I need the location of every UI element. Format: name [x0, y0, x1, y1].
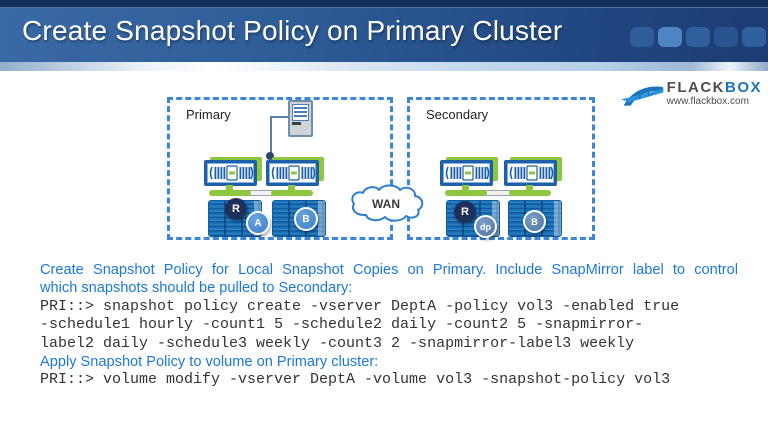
- cli-command-line: PRI::> snapshot policy create -vserver D…: [40, 297, 680, 315]
- body-text: Create Snapshot Policy for Local Snapsho…: [40, 261, 738, 390]
- primary-cluster-box: Primary: [167, 97, 393, 240]
- controller-stand: [462, 185, 469, 191]
- bridge-icon: [620, 86, 663, 106]
- controller-stand: [526, 185, 533, 191]
- cli-command-line: -schedule1 hourly -count1 5 -schedule2 d…: [40, 316, 644, 334]
- storage-controller-icon: [504, 157, 562, 186]
- header-shine-strip: [0, 62, 768, 71]
- secondary-cluster-label: Secondary: [426, 107, 489, 122]
- controller-stand: [509, 190, 551, 196]
- server-connector-line: [270, 116, 272, 154]
- server-panel: [292, 104, 309, 121]
- deco-square: [714, 27, 738, 47]
- deco-square: [658, 27, 682, 47]
- wan-cloud: WAN: [351, 184, 424, 222]
- header-top-strip: [0, 0, 768, 8]
- logo-brand: FLACKBOX: [667, 80, 762, 96]
- server-slot: [292, 122, 301, 125]
- primary-volume-b-badge: B: [294, 207, 318, 231]
- logo-brand-accent: BOX: [724, 79, 762, 96]
- header-bar: Create Snapshot Policy on Primary Cluste…: [0, 0, 768, 62]
- slide-title: Create Snapshot Policy on Primary Cluste…: [22, 15, 563, 46]
- secondary-volume-b-badge: B: [523, 210, 546, 233]
- deco-square: [686, 27, 710, 47]
- deco-square: [742, 27, 766, 47]
- controller-stand: [226, 185, 233, 191]
- secondary-root-aggregate-badge: R: [454, 201, 476, 223]
- server-connector-line: [271, 116, 289, 118]
- logo-brand-primary: FLACK: [666, 79, 725, 96]
- primary-cluster-label: Primary: [186, 107, 231, 122]
- deco-square: [630, 27, 654, 47]
- heading-snapshot-policy-line2: which snapshots should be pulled to Seco…: [40, 280, 353, 297]
- flackbox-logo: FLACKBOX www.flackbox.com: [620, 80, 762, 112]
- storage-controller-icon: [204, 157, 262, 186]
- controller-stand: [288, 185, 295, 191]
- server-connector-endpoint: [266, 152, 274, 160]
- wan-label: WAN: [372, 197, 400, 211]
- cli-command-line: label2 daily -schedule3 weekly -count3 2…: [40, 334, 635, 352]
- admin-server-icon: [288, 100, 313, 137]
- storage-controller-icon: [440, 157, 498, 186]
- secondary-cluster-box: Secondary: [407, 97, 595, 240]
- secondary-dp-volume-badge: dp: [474, 215, 497, 238]
- primary-volume-a-badge: A: [246, 211, 270, 235]
- heading-snapshot-policy-line1: Create Snapshot Policy for Local Snapsho…: [40, 262, 738, 278]
- heading-apply-policy: Apply Snapshot Policy to volume on Prima…: [40, 354, 379, 371]
- controller-stand: [209, 190, 251, 196]
- controller-stand: [271, 190, 313, 196]
- logo-website: www.flackbox.com: [666, 96, 749, 107]
- logo-texts: FLACKBOX www.flackbox.com: [667, 80, 762, 108]
- storage-controller-icon: [266, 157, 324, 186]
- cli-command-line: PRI::> volume modify -vserver DeptA -vol…: [40, 371, 671, 389]
- primary-root-aggregate-badge: R: [225, 198, 247, 220]
- controller-stand: [445, 190, 487, 196]
